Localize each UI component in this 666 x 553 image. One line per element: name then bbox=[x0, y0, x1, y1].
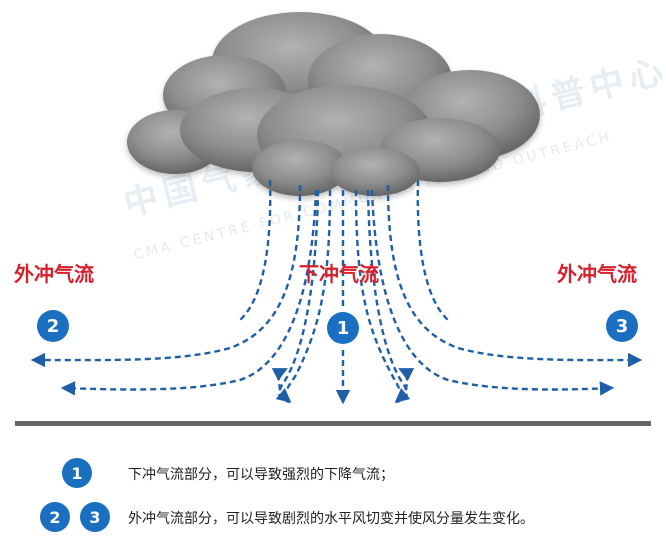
outflow-left-label: 外冲气流 bbox=[14, 262, 94, 286]
badge-3: 3 bbox=[606, 310, 638, 342]
badge-2: 2 bbox=[37, 310, 69, 342]
outflow-right-label: 外冲气流 bbox=[557, 262, 637, 286]
ground-line bbox=[15, 421, 651, 426]
downburst-label: 下冲气流 bbox=[299, 262, 379, 286]
outflow-left-arrows bbox=[30, 179, 318, 396]
downburst-arrows bbox=[271, 189, 415, 405]
legend-text-downburst: 下冲气流部分，可以导致强烈的下降气流； bbox=[128, 467, 394, 483]
legend-badge-3: 3 bbox=[80, 502, 110, 532]
badge-1: 1 bbox=[327, 312, 359, 344]
legend-text-outflow: 外冲气流部分，可以导致剧烈的水平风切变并使风分量发生变化。 bbox=[128, 511, 534, 527]
legend-badge-1: 1 bbox=[62, 458, 92, 488]
outflow-right-arrows bbox=[370, 179, 643, 396]
storm-cloud bbox=[127, 12, 540, 196]
legend-badge-2: 2 bbox=[40, 502, 70, 532]
